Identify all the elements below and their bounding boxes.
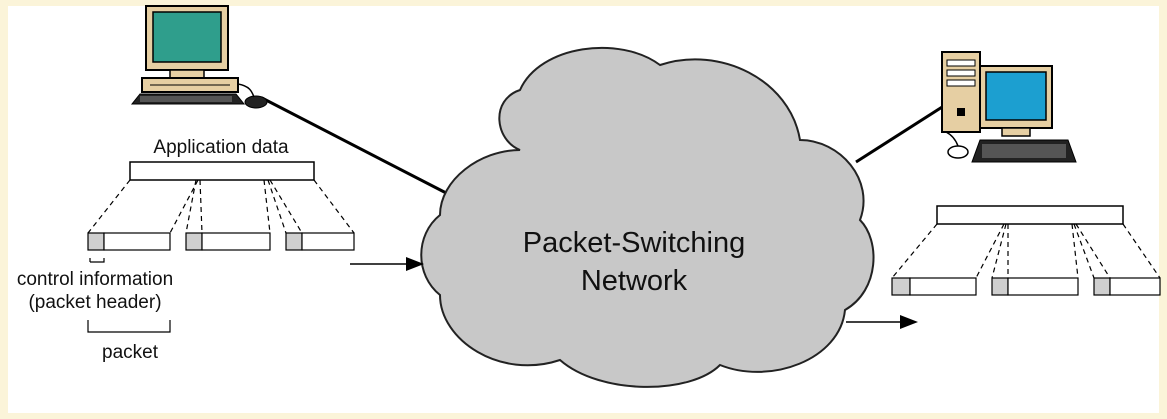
network-label-line2: Network (581, 265, 688, 297)
split-lines-right (891, 223, 1161, 279)
right-link-line (855, 100, 951, 164)
packet-right-1 (891, 277, 977, 296)
packet-header-label: (packet header) (28, 292, 161, 313)
packet-left-1 (87, 232, 171, 251)
arrow-into-network (350, 257, 424, 271)
tower-computer-icon (941, 51, 1077, 163)
packet-label: packet (102, 342, 159, 363)
application-data-box-right (936, 205, 1124, 225)
packet-right-2 (991, 277, 1079, 296)
packet-left-2 (185, 232, 271, 251)
application-data-label: Application data (153, 137, 289, 158)
left-link-line (261, 96, 453, 198)
packet-right-3 (1093, 277, 1161, 296)
packet-left-3 (285, 232, 355, 251)
arrow-out-of-network (846, 315, 918, 329)
network-cloud (420, 46, 875, 388)
application-data-box-left (129, 161, 315, 181)
packet-bracket (87, 320, 171, 333)
control-information-label: control information (17, 269, 173, 290)
network-label-line1: Packet-Switching (523, 227, 745, 259)
header-bracket (89, 258, 105, 263)
split-lines-left (87, 179, 355, 234)
desktop-computer-icon (130, 5, 268, 109)
